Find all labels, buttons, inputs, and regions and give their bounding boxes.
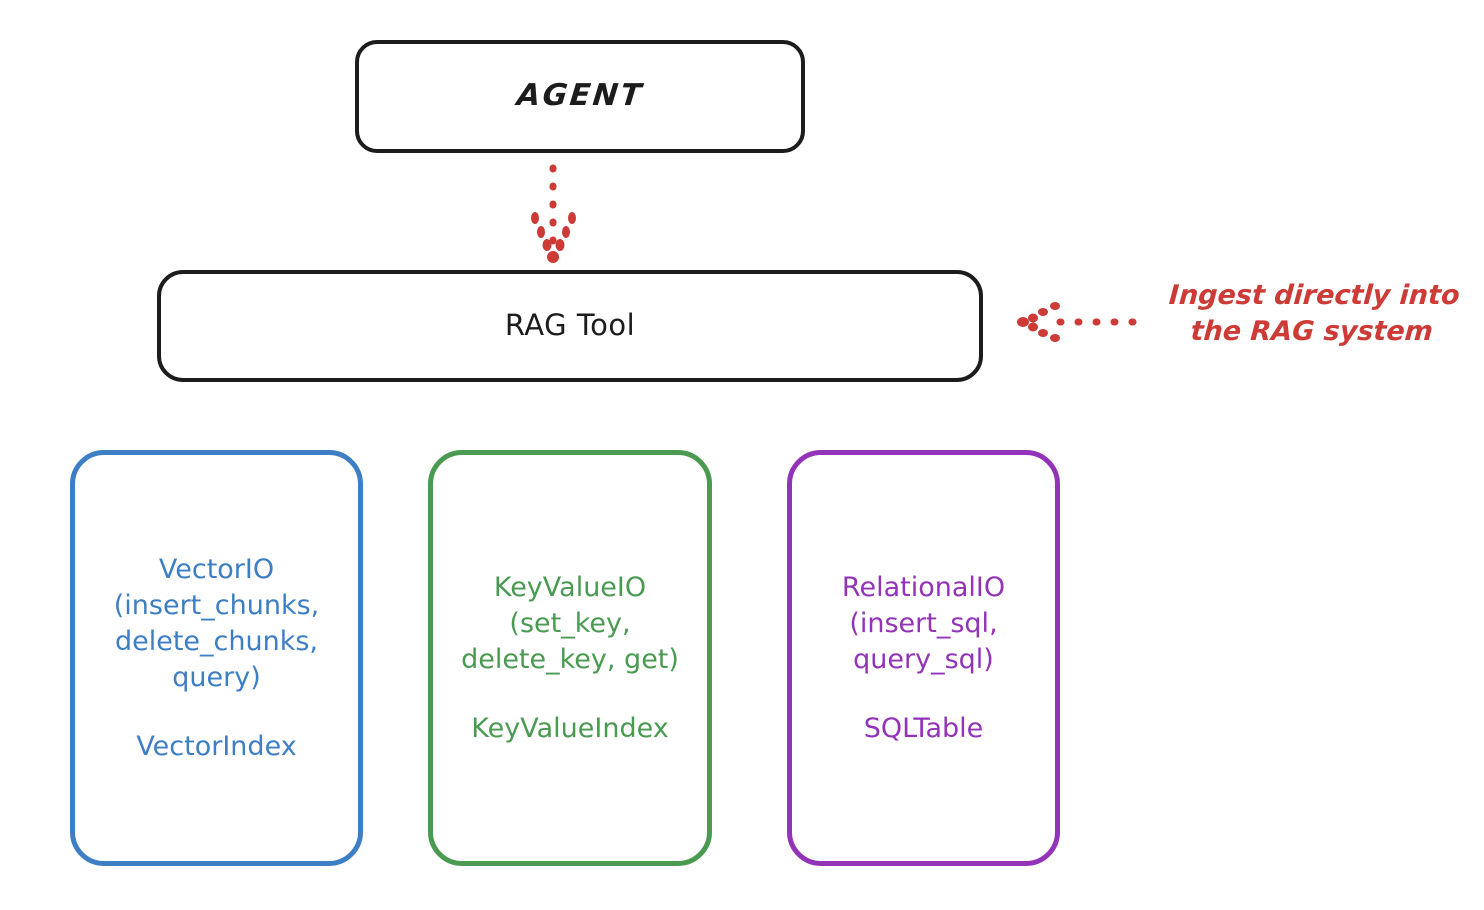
node-relational-io[interactable]: RelationalIO (insert_sql, query_sql) SQL… — [787, 450, 1060, 866]
arrowhead-left-icon — [1017, 302, 1060, 342]
node-vector-io-subtitle: VectorIndex — [136, 730, 297, 762]
node-vector-io[interactable]: VectorIO (insert_chunks, delete_chunks, … — [70, 450, 363, 866]
edge-agent-to-rag-tool — [531, 164, 576, 263]
node-agent[interactable]: AGENT — [355, 40, 805, 153]
node-vector-io-title: VectorIO (insert_chunks, delete_chunks, … — [113, 553, 320, 693]
node-agent-label: AGENT — [515, 78, 646, 114]
node-rag-tool[interactable]: RAG Tool — [157, 270, 983, 382]
edge-ingest-note-to-rag-tool — [1017, 302, 1140, 342]
node-key-value-io-subtitle: KeyValueIndex — [471, 712, 669, 744]
annotation-ingest-note: Ingest directly into the RAG system — [1167, 280, 1461, 347]
node-key-value-io[interactable]: KeyValueIO (set_key, delete_key, get) Ke… — [428, 450, 712, 866]
node-key-value-io-title: KeyValueIO (set_key, delete_key, get) — [461, 571, 679, 675]
node-rag-tool-label: RAG Tool — [504, 308, 636, 343]
node-relational-io-subtitle: SQLTable — [863, 712, 984, 744]
node-relational-io-title: RelationalIO (insert_sql, query_sql) — [841, 571, 1006, 675]
arrowhead-down-icon — [531, 212, 576, 263]
